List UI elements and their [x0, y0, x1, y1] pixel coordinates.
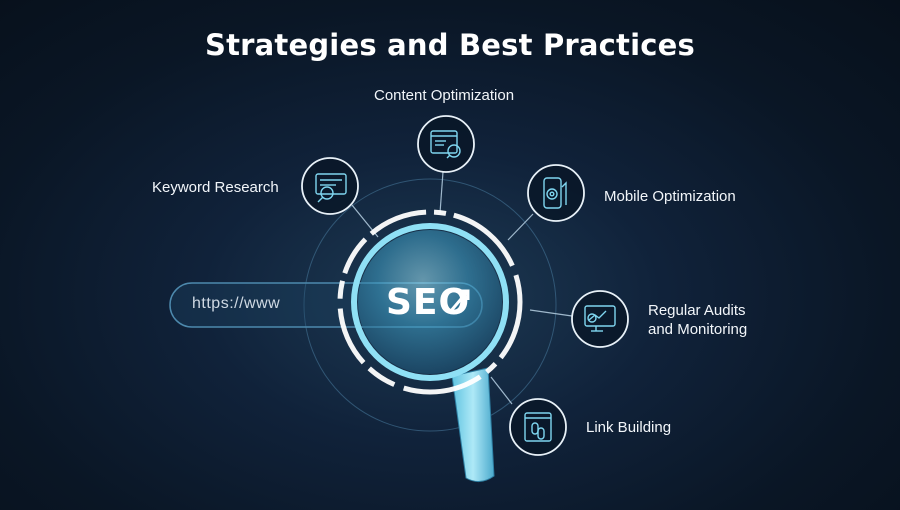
magnifier-handle: [451, 367, 495, 482]
audit-monitoring-icon: [584, 305, 616, 332]
label-content-optimization: Content Optimization: [374, 87, 515, 104]
label-keyword-research: Keyword Research: [152, 179, 279, 196]
seo-arrow-icon: [448, 289, 470, 313]
link-building-icon: [524, 412, 552, 442]
connector-mobile: [507, 213, 534, 241]
page-title: Strategies and Best Practices: [205, 28, 695, 62]
seo-logo-text: SEO: [386, 282, 471, 323]
magnifier-rim: [351, 223, 509, 381]
label-link-building: Link Building: [586, 419, 672, 436]
label-regular-audits: Regular Audits: [648, 302, 746, 319]
icon-circle-mobile: [527, 164, 585, 222]
dashed-ring: [337, 209, 523, 395]
url-bar-text: https://www: [192, 295, 281, 312]
keyword-research-icon: [315, 173, 347, 203]
label-and-monitoring: and Monitoring: [648, 321, 748, 338]
icon-circle-audits: [571, 290, 629, 348]
icon-circle-keyword: [301, 157, 359, 215]
connector-content: [439, 171, 444, 214]
outer-orbit-ring: [303, 178, 557, 432]
magnifier-lens: [358, 230, 502, 374]
label-mobile-optimization: Mobile Optimization: [604, 188, 736, 205]
mobile-optimization-icon: [543, 177, 567, 209]
connector-links: [490, 376, 513, 405]
icon-circle-content: [417, 115, 475, 173]
content-optimization-icon: [430, 130, 461, 159]
connector-audits: [529, 309, 573, 317]
